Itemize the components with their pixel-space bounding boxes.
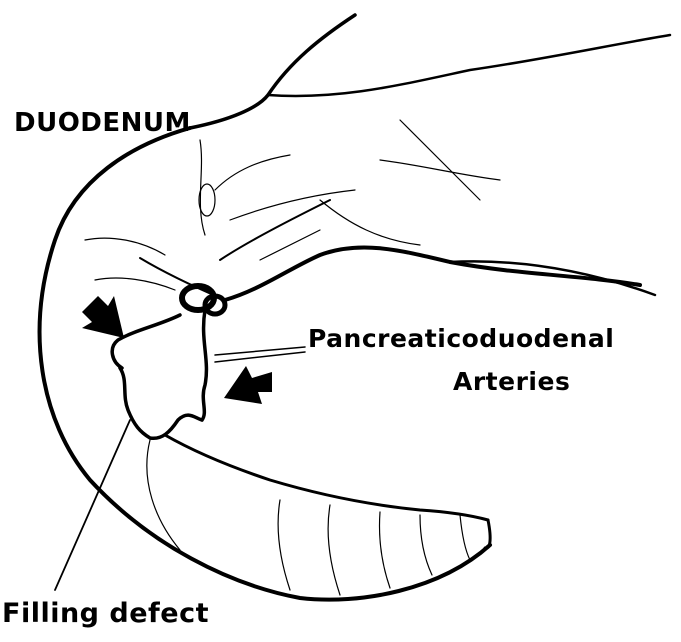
mucosal-fold-lines bbox=[85, 120, 500, 595]
arrow-down-left-icon bbox=[224, 366, 272, 404]
arterial-vessel bbox=[220, 200, 330, 260]
duodenum-label: DUODENUM bbox=[14, 108, 191, 138]
duodenum-upper-contour bbox=[190, 15, 355, 128]
arrow-down-right-icon bbox=[82, 296, 124, 338]
pancreaticoduodenal-artery bbox=[112, 315, 180, 368]
filling-defect-label: Filling defect bbox=[2, 598, 209, 629]
distal-duodenum-end bbox=[485, 520, 490, 548]
pancreaticoduodenal-label: Pancreaticoduodenal bbox=[308, 324, 614, 353]
filling-defect-outline bbox=[120, 368, 202, 438]
duodenum-outer-wall bbox=[40, 128, 490, 600]
arteries-label: Arteries bbox=[453, 367, 570, 396]
pancreaticoduodenal-artery bbox=[202, 310, 206, 420]
antrum-outline bbox=[268, 35, 670, 96]
duodenum-inner-contour bbox=[165, 435, 488, 520]
